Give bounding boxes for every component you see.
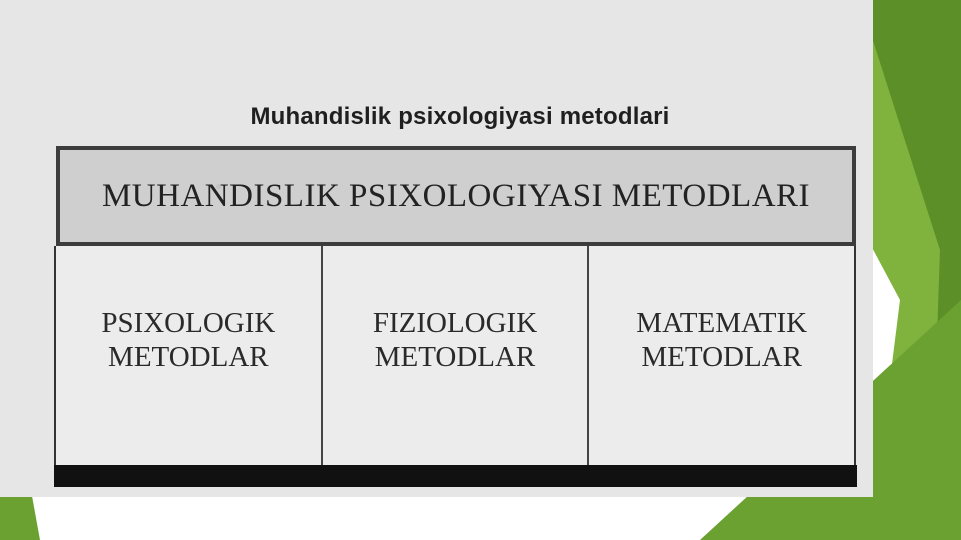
cell-fiziologik-line2: METODLAR (374, 340, 536, 373)
diagram-header-text: MUHANDISLIK PSIXOLOGIYASI METODLARI (101, 177, 811, 214)
scanned-page: Muhandislik psixologiyasi metodlari MUHA… (0, 0, 873, 497)
cell-fiziologik: FIZIOLOGIK METODLAR (320, 246, 588, 465)
method-cells: PSIXOLOGIK METODLAR FIZIOLOGIK METODLAR … (54, 246, 856, 465)
diagram-bottom-bar (54, 465, 857, 487)
cell-fiziologik-line1: FIZIOLOGIK (372, 307, 538, 340)
cell-matematik-line1: MATEMATIK (636, 307, 808, 340)
cell-matematik: MATEMATIK METODLAR (587, 246, 854, 465)
cell-psixologik-line2: METODLAR (108, 340, 269, 373)
cell-psixologik: PSIXOLOGIK METODLAR (56, 246, 321, 465)
page-title: Muhandislik psixologiyasi metodlari (250, 103, 670, 130)
cell-psixologik-line1: PSIXOLOGIK (101, 307, 276, 340)
cell-matematik-line2: METODLAR (641, 340, 802, 373)
diagram-header-box: MUHANDISLIK PSIXOLOGIYASI METODLARI (56, 146, 856, 246)
